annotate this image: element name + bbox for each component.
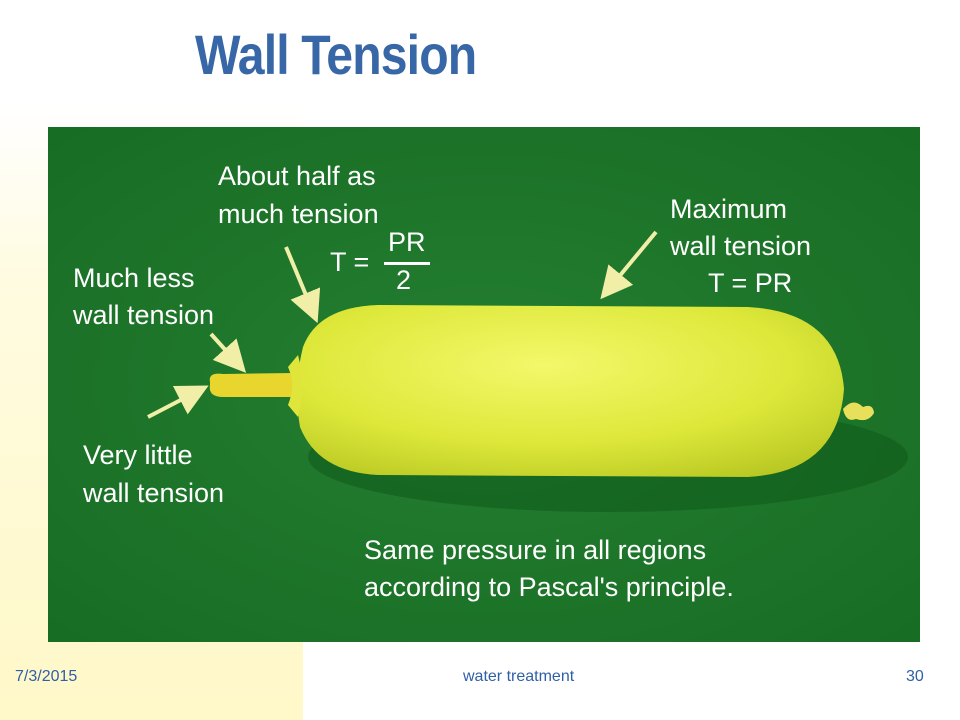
formula-half-denominator: 2 [396,265,412,295]
balloon-photo: About half as much tension T = PR 2 Maxi… [48,127,920,642]
balloon-body [297,305,844,477]
footer-title: water treatment [463,668,575,685]
label-pascal-line2: according to Pascal's principle. [364,572,734,602]
label-pascal-line1: Same pressure in all regions [364,535,707,565]
arrow-half-tension [284,246,321,324]
label-very-little-line2: wall tension [83,478,225,508]
label-much-less-line2: wall tension [73,300,215,330]
label-half-line1: About half as [218,161,376,191]
footer-page-number: 30 [906,668,924,685]
label-very-little-line1: Very little [83,440,193,470]
formula-half-numerator: PR [388,227,426,257]
arrow-max-tension [600,230,658,300]
slide-title: Wall Tension [195,23,477,86]
formula-half-bar [384,262,430,265]
footer-date: 7/3/2015 [15,668,78,685]
formula-half-lhs: T = [330,247,370,277]
arrow-much-less [209,332,247,373]
balloon-shoulder [288,355,302,417]
label-max-line2: wall tension [670,231,812,261]
arrow-very-little [147,385,209,419]
formula-max: T = PR [708,268,793,298]
balloon-neck [209,373,296,397]
label-half-line2: much tension [218,199,379,229]
label-max-line1: Maximum [670,194,788,224]
balloon-knot [843,402,874,421]
label-much-less-line1: Much less [73,263,195,293]
balloon-illustration [48,127,920,642]
